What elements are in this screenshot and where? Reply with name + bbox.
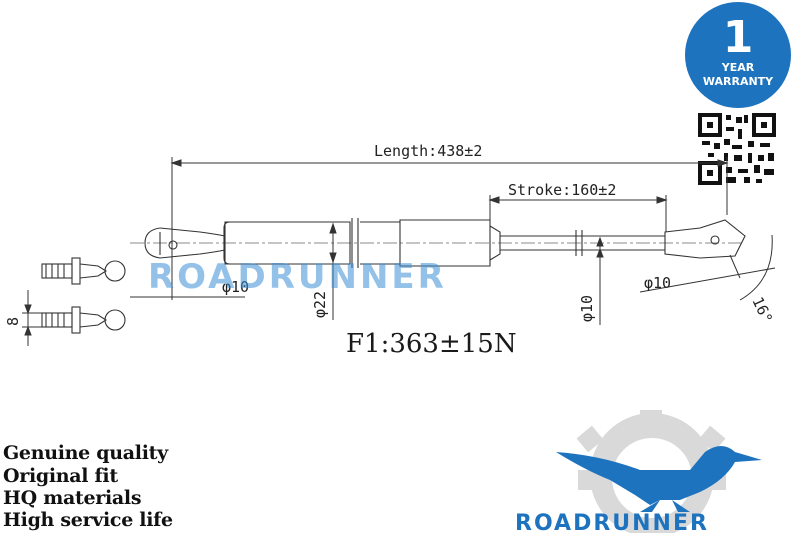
length-dimension <box>170 157 729 300</box>
bird-icon <box>556 446 762 505</box>
left-end-diameter-label: φ10 <box>222 278 249 296</box>
warranty-line2: WARRANTY <box>703 75 774 88</box>
feature-genuine-quality: Genuine quality <box>3 442 168 464</box>
watermark-text: ROADRUNNER <box>148 257 447 297</box>
width-label: 8 <box>4 317 22 326</box>
badge-circle-icon <box>685 2 791 108</box>
ball-stud-bottom-icon <box>41 306 126 334</box>
right-end-dimension <box>639 234 776 301</box>
body-diameter-dimension <box>329 222 337 320</box>
roadrunner-logo-icon: ROADRUNNER <box>515 410 762 533</box>
right-end-diameter-label: φ10 <box>644 274 671 292</box>
logo-wordmark: ROADRUNNER <box>515 511 709 533</box>
stroke-dimension <box>488 195 668 235</box>
ball-stud-top-icon <box>41 257 126 285</box>
feature-original-fit: Original fit <box>3 465 118 487</box>
warranty-number: 1 <box>723 12 754 63</box>
strut-body <box>144 218 746 268</box>
body-diameter-label: φ22 <box>311 291 329 318</box>
feature-hq-materials: HQ materials <box>3 487 142 509</box>
angle-label: 16° <box>748 294 776 326</box>
qr-code-icon <box>698 113 776 185</box>
feature-service-life: High service life <box>3 509 173 531</box>
force-label: F1:363±15N <box>346 329 517 359</box>
length-label: Length:438±2 <box>374 142 482 160</box>
stroke-label: Stroke:160±2 <box>508 181 616 199</box>
rod-diameter-label: φ10 <box>578 295 596 322</box>
warranty-line1: YEAR <box>721 61 755 74</box>
warranty-badge: 1 YEAR WARRANTY <box>685 2 791 108</box>
width-dimension <box>22 290 42 346</box>
rod-diameter-dimension <box>596 236 604 325</box>
